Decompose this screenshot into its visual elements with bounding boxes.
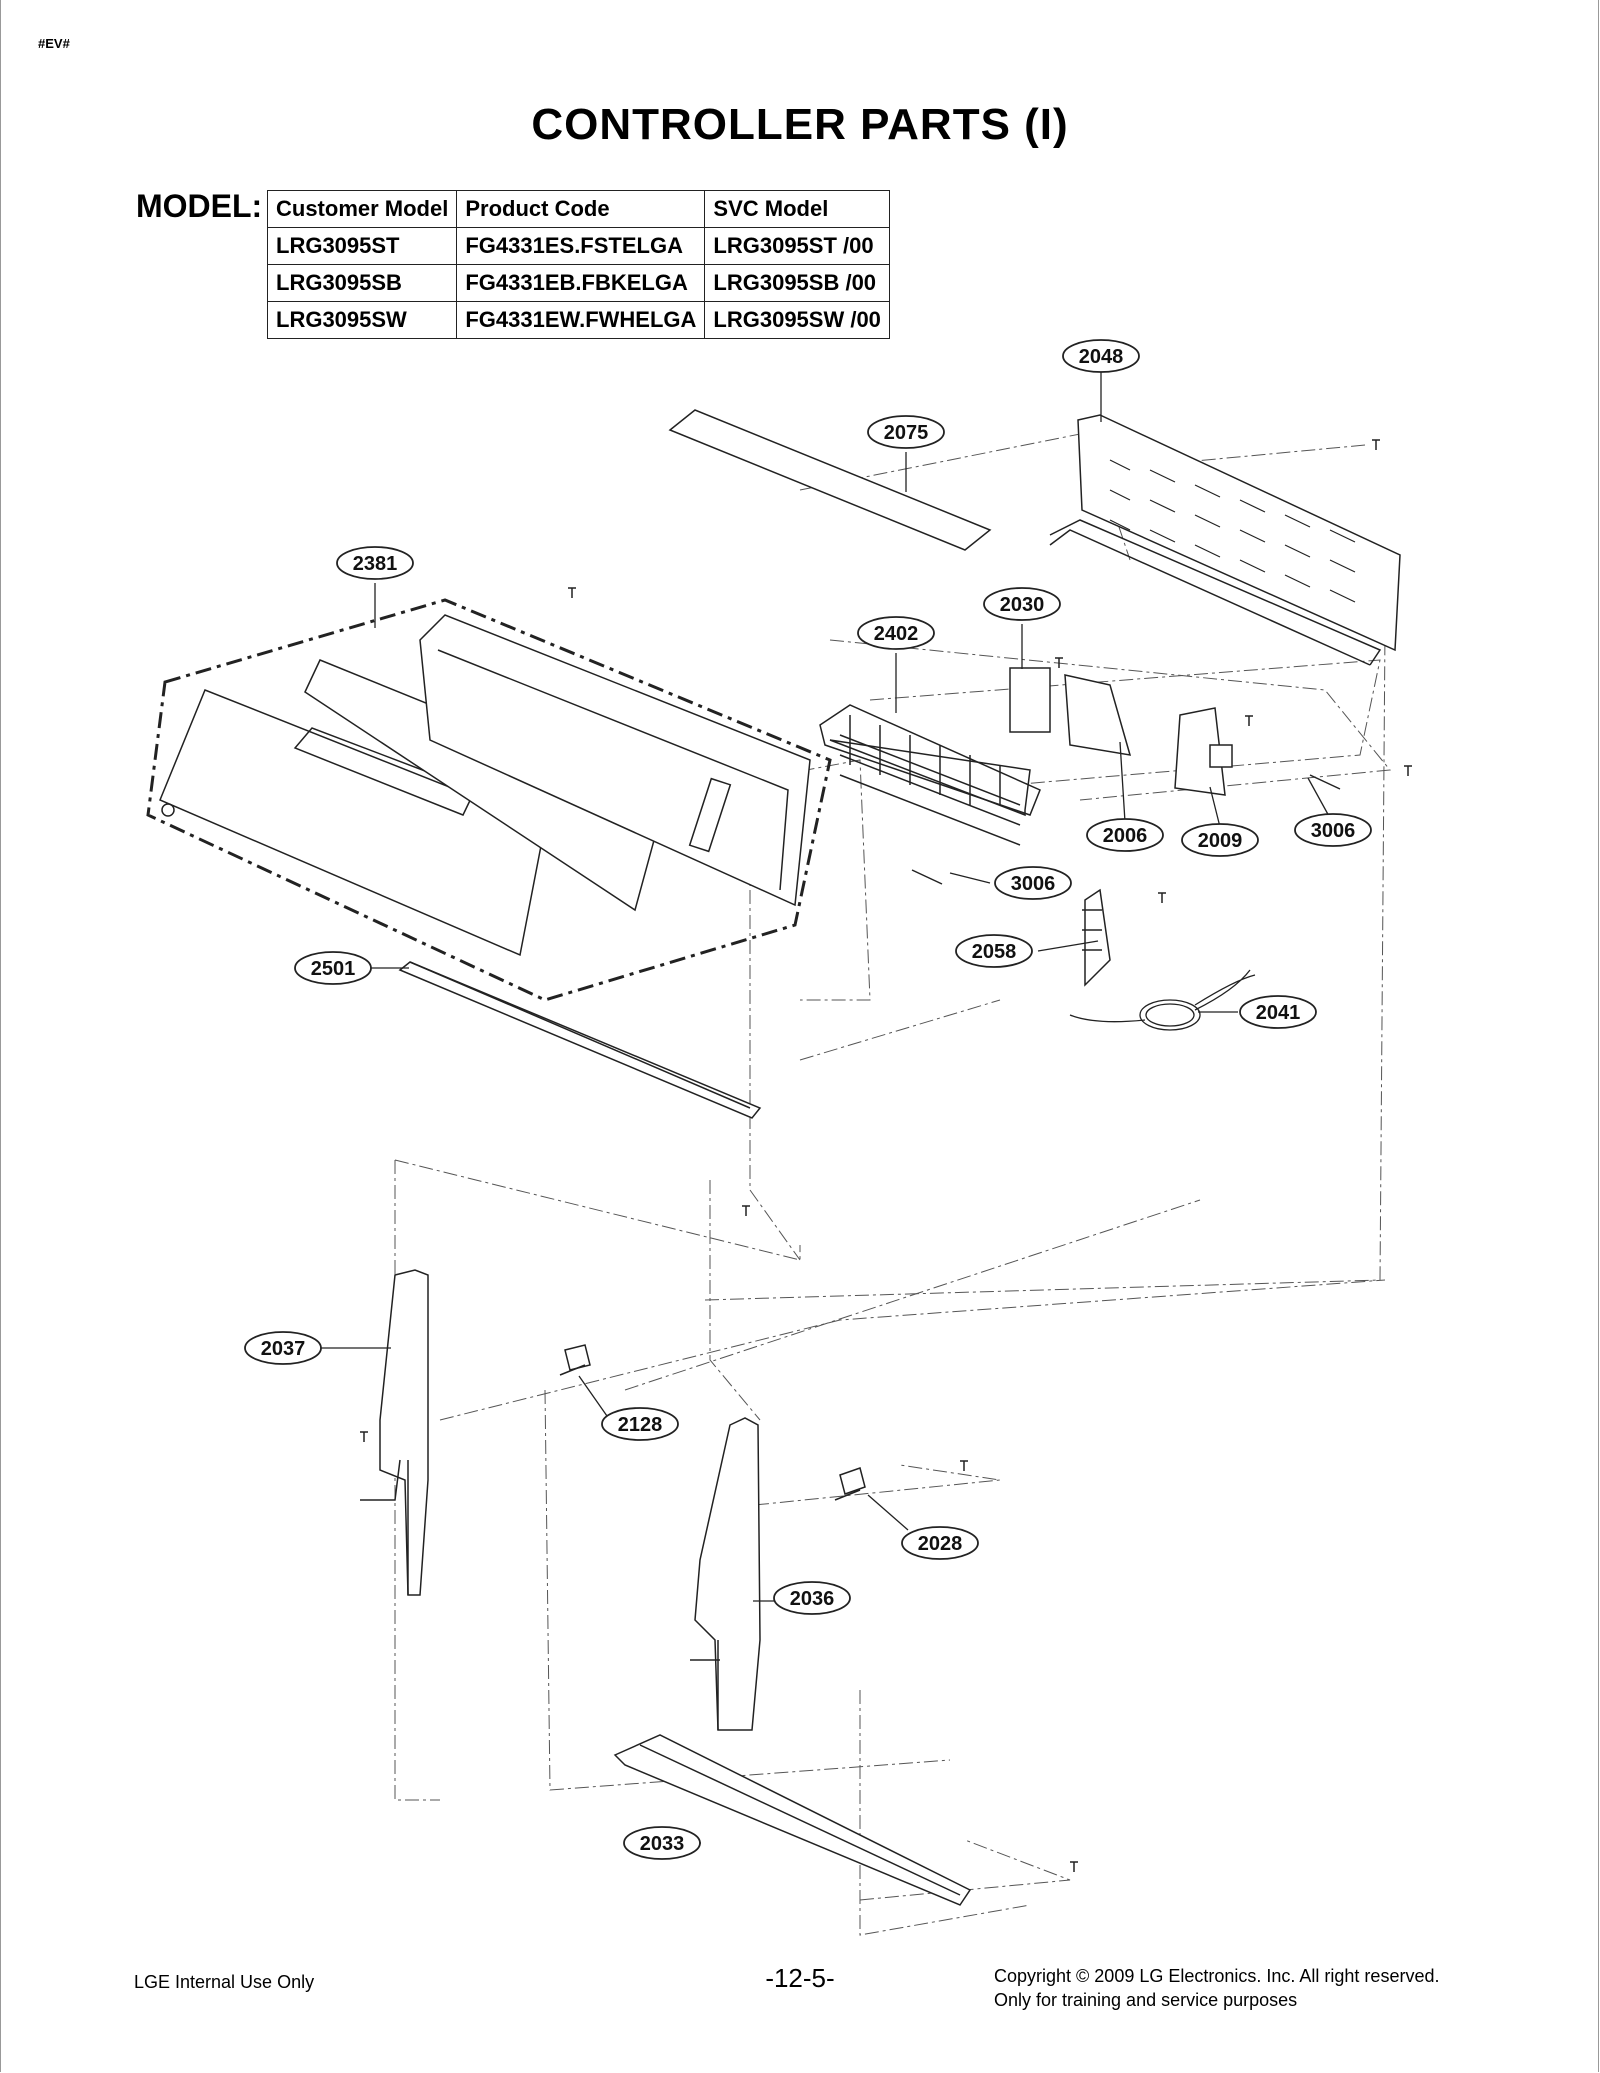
callout-2058: 2058 bbox=[955, 934, 1033, 968]
callout-2128: 2128 bbox=[601, 1407, 679, 1441]
callout-label: 2006 bbox=[1103, 825, 1148, 847]
callout-label: 2033 bbox=[640, 1833, 685, 1855]
part-2006-board bbox=[1064, 674, 1132, 756]
table-row: LRG3095ST FG4331ES.FSTELGA LRG3095ST /00 bbox=[266, 227, 890, 265]
customer-model-cell: LRG3095SB bbox=[266, 264, 458, 302]
column-header: SVC Model bbox=[704, 190, 890, 228]
model-label: MODEL: bbox=[136, 188, 263, 224]
copyright-line: Copyright © 2009 LG Electronics. Inc. Al… bbox=[994, 1966, 1440, 1986]
part-2058-switch bbox=[1084, 888, 1111, 987]
callout-2501: 2501 bbox=[294, 951, 372, 985]
callout-label: 3006 bbox=[1311, 820, 1356, 842]
callout-label: 2028 bbox=[918, 1533, 963, 1555]
callout-2041: 2041 bbox=[1239, 995, 1317, 1029]
callout-2036: 2036 bbox=[773, 1581, 851, 1615]
product-code-cell: FG4331ES.FSTELGA bbox=[456, 227, 706, 265]
part-2033-bottom-strip bbox=[613, 1734, 972, 1906]
callout-2075: 2075 bbox=[867, 415, 945, 449]
callout-2402: 2402 bbox=[857, 616, 935, 650]
callout-2030: 2030 bbox=[983, 587, 1061, 621]
callout-label: 3006 bbox=[1011, 873, 1056, 895]
product-code-cell: FG4331EW.FWHELGA bbox=[456, 301, 706, 339]
callout-2028: 2028 bbox=[901, 1526, 979, 1560]
svc-model-cell: LRG3095ST /00 bbox=[704, 227, 890, 265]
part-2037-side-bracket bbox=[360, 1269, 429, 1596]
callout-3006: 3006 bbox=[1294, 813, 1372, 847]
screws bbox=[360, 439, 1412, 1872]
callout-2048: 2048 bbox=[1062, 339, 1140, 373]
callout-label: 2501 bbox=[311, 958, 356, 980]
customer-model-cell: LRG3095SW bbox=[266, 301, 458, 339]
callout-label: 2402 bbox=[874, 623, 919, 645]
callout-label: 2041 bbox=[1256, 1002, 1301, 1024]
part-2009-board bbox=[1174, 707, 1226, 796]
table-row: LRG3095SB FG4331EB.FBKELGA LRG3095SB /00 bbox=[266, 264, 890, 302]
callout-2009: 2009 bbox=[1181, 823, 1259, 857]
leader-lines bbox=[321, 372, 1331, 1844]
training-notice-line: Only for training and service purposes bbox=[994, 1990, 1298, 2010]
product-code-cell: FG4331EB.FBKELGA bbox=[456, 264, 706, 302]
column-header: Customer Model bbox=[266, 190, 458, 228]
callout-label: 2036 bbox=[790, 1588, 835, 1610]
callout-2033: 2033 bbox=[623, 1826, 701, 1860]
model-table: Customer Model Product Code SVC Model LR… bbox=[266, 190, 890, 339]
part-2036-side-bracket bbox=[690, 1417, 761, 1731]
callout-label: 2075 bbox=[884, 422, 929, 444]
svc-model-cell: LRG3095SW /00 bbox=[704, 301, 890, 339]
part-2041-harness bbox=[1069, 969, 1256, 1031]
part-2381-outline bbox=[146, 598, 832, 1002]
callout-label: 2128 bbox=[618, 1414, 663, 1436]
callout-label: 2048 bbox=[1079, 346, 1124, 368]
callout-label: 2058 bbox=[972, 941, 1017, 963]
model-table-header: Customer Model Product Code SVC Model bbox=[266, 190, 890, 228]
callout-label: 2037 bbox=[261, 1338, 306, 1360]
callout-2381: 2381 bbox=[336, 546, 414, 580]
part-2048-rear-panel bbox=[1049, 414, 1401, 666]
control-panel-assembly bbox=[159, 614, 811, 957]
callout-2006: 2006 bbox=[1086, 818, 1164, 852]
part-2028-clip bbox=[834, 1467, 866, 1501]
callout-2037: 2037 bbox=[244, 1331, 322, 1365]
document-tag: #EV# bbox=[38, 36, 70, 51]
part-2075-sheet bbox=[668, 409, 992, 551]
page-title: CONTROLLER PARTS (I) bbox=[531, 100, 1069, 149]
page-number: -12-5- bbox=[765, 1963, 835, 1993]
footer-internal-notice: LGE Internal Use Only bbox=[134, 1972, 315, 1992]
part-2402-bracket bbox=[819, 704, 1041, 846]
table-row: LRG3095SW FG4331EW.FWHELGA LRG3095SW /00 bbox=[266, 301, 890, 339]
svc-model-cell: LRG3095SB /00 bbox=[704, 264, 890, 302]
callouts: 2048 2075 2381 2030 2402 2006 2009 3006 … bbox=[244, 339, 1372, 1860]
customer-model-cell: LRG3095ST bbox=[266, 227, 458, 265]
part-2030-board bbox=[1009, 667, 1051, 733]
callout-3006: 3006 bbox=[994, 866, 1072, 900]
callout-label: 2030 bbox=[1000, 594, 1045, 616]
assembly-guide-lines bbox=[394, 429, 1391, 1936]
part-2128-clip bbox=[559, 1344, 591, 1376]
part-2501-trim bbox=[398, 961, 762, 1119]
callout-label: 2009 bbox=[1198, 830, 1243, 852]
footer-copyright: Copyright © 2009 LG Electronics. Inc. Al… bbox=[994, 1964, 1439, 2012]
callout-label: 2381 bbox=[353, 553, 398, 575]
